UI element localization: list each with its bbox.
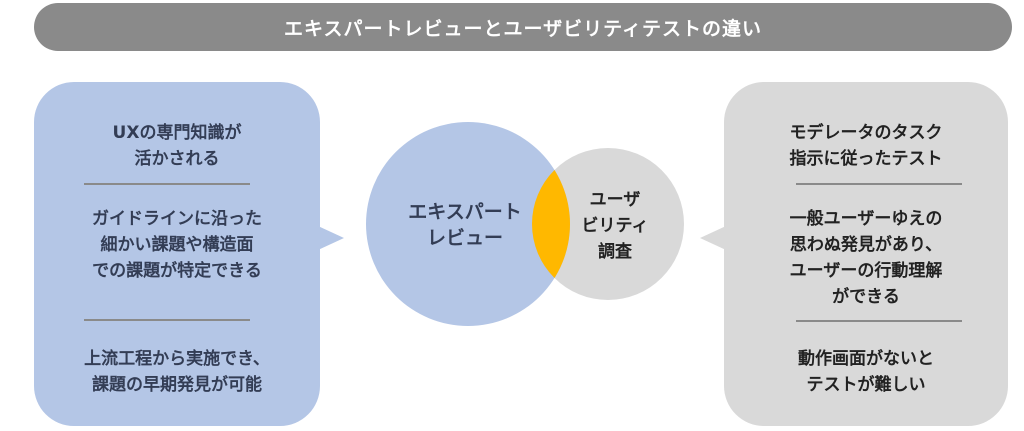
usability-point-2: 一般ユーザーゆえの 思わぬ発見があり、 ユーザーの行動理解 ができる	[789, 209, 943, 307]
usability-divider-1	[796, 183, 962, 185]
usability-callout-tail	[700, 226, 726, 250]
usability-circle-label: ユーザ ビリティ 調査	[581, 190, 649, 262]
expert-divider-1	[84, 183, 250, 185]
expert-circle-label: エキスパート レビュー	[408, 201, 522, 249]
usability-divider-2	[796, 320, 962, 322]
usability-point-1: モデレータのタスク 指示に従ったテスト	[789, 123, 943, 169]
expert-callout-tail	[318, 226, 344, 250]
usability-point-3: 動作画面がないと テストが難しい	[798, 349, 934, 395]
expert-point-2: ガイドラインに沿った 細かい課題や構造面 での課題が特定できる	[92, 209, 262, 281]
expert-circle	[366, 122, 570, 326]
expert-point-3: 上流工程から実施でき、 課題の早期発見が可能	[84, 349, 270, 395]
diagram-title: エキスパートレビューとユーザビリティテストの違い	[284, 17, 762, 40]
expert-point-1: UXの専門知識が 活かされる	[112, 123, 242, 169]
usability-circle	[532, 148, 684, 300]
expert-divider-2	[84, 319, 250, 321]
usability-test-card: モデレータのタスク 指示に従ったテスト 一般ユーザーゆえの 思わぬ発見があり、 …	[724, 82, 1008, 426]
expert-review-card: UXの専門知識が 活かされる ガイドラインに沿った 細かい課題や構造面 での課題…	[34, 82, 320, 426]
title-banner: エキスパートレビューとユーザビリティテストの違い	[34, 3, 1012, 51]
